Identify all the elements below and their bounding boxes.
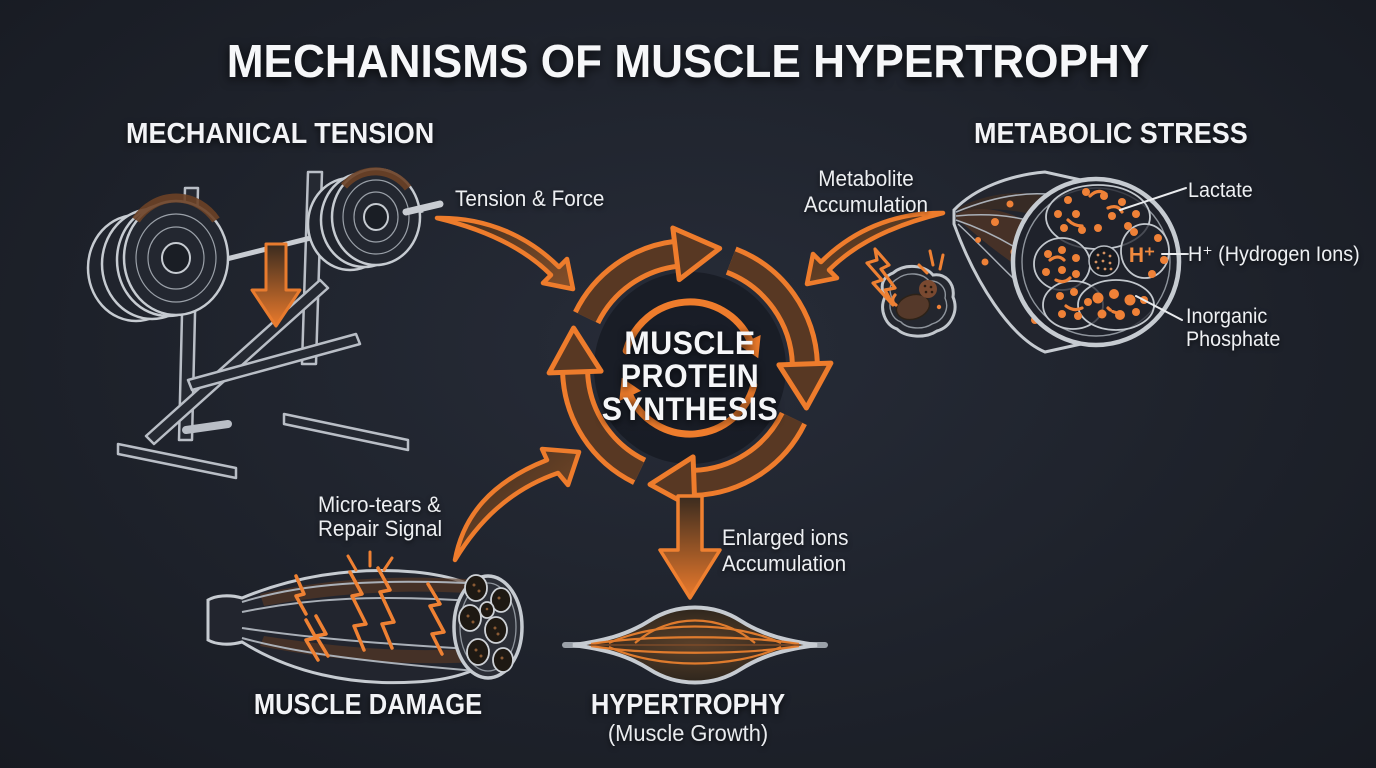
lactate-leader-line: [1119, 187, 1187, 211]
barbell-illustration: [86, 167, 444, 480]
phosphate-leader-line: [1135, 295, 1183, 321]
damage-spark-lines-icon: [346, 550, 394, 572]
cycle-line1: MUSCLE: [624, 325, 756, 361]
subheading-muscle-growth: (Muscle Growth): [607, 720, 769, 746]
arrow-metabolite: [804, 210, 946, 287]
annotation-inorganic-line1: Inorganic: [1186, 305, 1268, 328]
heading-hypertrophy: HYPERTROPHY: [590, 689, 786, 721]
force-down-arrow-icon: [250, 242, 302, 328]
mps-cycle-ring: [500, 198, 886, 548]
metabolite-cell-icon: [865, 247, 957, 338]
label-enlarged-line2: Accumulation: [722, 551, 847, 576]
micro-tear-bolts-icon: [294, 566, 446, 662]
label-micro-tears: Micro-tears & Repair Signal: [318, 493, 450, 541]
page-title: MECHANISMS OF MUSCLE HYPERTROPHY: [226, 35, 1150, 87]
heading-mechanical-tension: MECHANICAL TENSION: [126, 118, 435, 150]
label-enlarged-ions: Enlarged ions Accumulation: [722, 525, 857, 577]
spark-lines-icon: [917, 249, 945, 275]
label-tension-force: Tension & Force: [455, 186, 605, 211]
cycle-line3: SYNTHESIS: [601, 391, 779, 427]
label-enlarged-line1: Enlarged ions: [722, 525, 849, 550]
muscle-damage-illustration: [206, 550, 524, 685]
annotation-lactate: Lactate: [1188, 179, 1253, 202]
heading-muscle-damage: MUSCLE DAMAGE: [253, 689, 483, 721]
annotation-hydrogen-ions: H⁺ (Hydrogen Ions): [1188, 243, 1360, 266]
arrow-micro-tears: [452, 446, 582, 563]
annotation-inorganic-line2: Phosphate: [1186, 328, 1281, 351]
label-metabolite-line2: Accumulation: [803, 192, 929, 217]
heading-metabolic-stress: METABOLIC STRESS: [974, 118, 1248, 150]
arrow-down-hypertrophy: [658, 494, 722, 600]
arrow-tension-force: [434, 215, 576, 292]
annotation-inorganic-phosphate: Inorganic Phosphate: [1186, 305, 1286, 351]
label-micro-line1: Micro-tears &: [318, 492, 441, 517]
lightning-bolt-icon: [865, 247, 897, 307]
cycle-line2: PROTEIN: [620, 358, 760, 394]
hypertrophy-muscle-illustration: [562, 605, 828, 685]
label-micro-line2: Repair Signal: [318, 516, 443, 541]
label-metabolite-accumulation: Metabolite Accumulation: [741, 166, 991, 218]
label-metabolite-line1: Metabolite: [818, 166, 914, 191]
h-plus-marker: H⁺: [1129, 244, 1155, 267]
muscle-cross-section-illustration: H⁺: [952, 170, 1189, 354]
mps-cycle-text: MUSCLE PROTEIN SYNTHESIS: [565, 327, 815, 426]
